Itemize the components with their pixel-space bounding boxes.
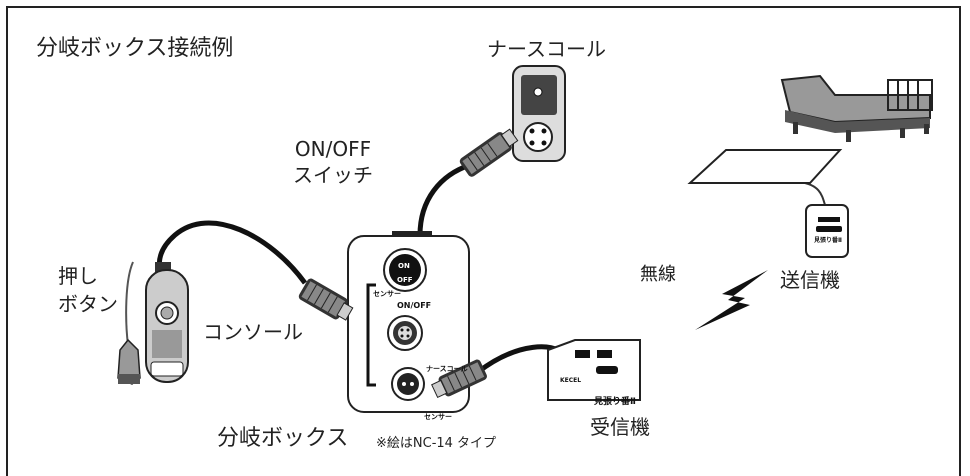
onoff-switch-line2: スイッチ [293, 163, 373, 187]
sensor-mat [687, 149, 843, 184]
receiver-name-text: 見張り番Ⅱ [594, 397, 636, 407]
transmitter-name-text: 見張り番Ⅱ [814, 237, 842, 244]
branch-box [347, 231, 470, 413]
wireless-bolt [695, 270, 768, 330]
transmitter-cable [799, 181, 826, 206]
switch-on-text: ON [398, 262, 410, 270]
onoff-switch-label: ON/OFF スイッチ [293, 136, 373, 188]
console-plug [298, 278, 354, 321]
transmitter-label: 送信機 [780, 268, 840, 292]
box-nurse-call-text: ナースコール [426, 365, 468, 373]
nurse-call-label: ナースコール [487, 37, 606, 61]
receiver-unit [547, 339, 641, 401]
bed [780, 74, 933, 142]
nurse-call-cable [417, 162, 471, 236]
box-onoff-text: ON/OFF [397, 301, 432, 310]
box-sensor-bottom-text: センサー [424, 413, 452, 421]
receiver-plug [431, 359, 487, 399]
receiver-label: 受信機 [590, 415, 650, 439]
onoff-switch-line1: ON/OFF [294, 137, 372, 161]
push-button-line1: 押し [58, 264, 98, 288]
model-note: ※絵はNC-14 タイプ [376, 436, 497, 451]
push-button-label: 押し ボタン [58, 262, 118, 318]
push-button-cable [125, 261, 134, 346]
console-label: コンソール [203, 320, 303, 344]
console-cable [156, 220, 308, 285]
diagram-title: 分岐ボックス接続例 [36, 36, 234, 61]
switch-off-text: OFF [397, 276, 413, 284]
console-unit [145, 262, 189, 383]
diagram-frame [6, 6, 961, 476]
box-sensor-top-text: センサー [373, 290, 401, 298]
push-button-line2: ボタン [58, 292, 118, 316]
branch-box-label: 分岐ボックス [217, 426, 349, 451]
push-button [117, 338, 141, 385]
wireless-label: 無線 [640, 264, 676, 285]
transmitter-unit [805, 204, 849, 258]
nurse-call-unit [512, 65, 566, 162]
nurse-call-plug [459, 128, 519, 177]
receiver-brand-text: KECEL [560, 377, 582, 384]
